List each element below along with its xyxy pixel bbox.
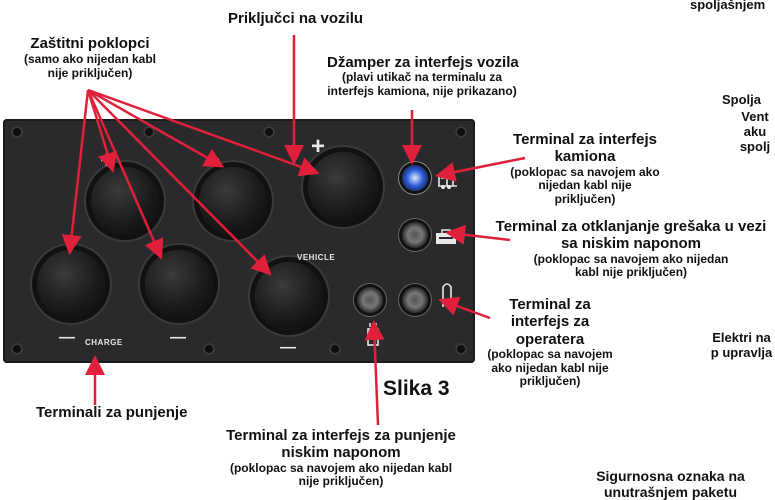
right-fragment-5: Sigurnosna oznaka na unutrašnjem paketu: [596, 468, 745, 500]
protective-caps-label: Zaštitni poklopci (samo ako nijedan kabl…: [4, 35, 176, 81]
figure-number: Slika 3: [383, 377, 450, 400]
jumper-sub: (plavi utikač na terminalu za interfejs …: [327, 70, 517, 99]
truck-title: Terminal za interfejs kamiona: [513, 131, 657, 166]
panel-screw: [143, 126, 155, 138]
operator-cable-icon: [442, 283, 452, 307]
battery-terminal-panel: + + + — — — VEHICLE CHARGE: [3, 119, 475, 363]
panel-screw: [455, 126, 467, 138]
minus-sign: —: [170, 329, 186, 346]
panel-screw: [11, 343, 23, 355]
low-voltage-charge-port: [357, 287, 383, 313]
panel-vehicle-text: VEHICLE: [297, 253, 336, 262]
jumper-label: Džamper za interfejs vozila (plavi utika…: [327, 54, 519, 99]
low-voltage-arrow: [364, 320, 385, 426]
caps-arrow-1: [61, 89, 90, 255]
debug-terminal-label: Terminal za otklanjanje grešaka u vezi s…: [486, 218, 775, 280]
charging-terminals-label: Terminali za punjenje: [36, 404, 188, 421]
debug-port: [402, 222, 428, 248]
positive-connector-2: [199, 167, 267, 235]
low-voltage-charge-label: Terminal za interfejs za punjenje niskim…: [226, 427, 456, 489]
plus-sign: +: [311, 133, 326, 160]
right-fragment-1: spoljašnjem: [690, 0, 766, 12]
operator-sub: (poklopac sa navojem ako nijedan kabl ni…: [487, 346, 613, 389]
truck-interface-label: Terminal za interfejs kamiona (poklopac …: [510, 131, 660, 207]
truck-arrow: [435, 156, 526, 182]
vehicle-terminals-label: Priključci na vozilu: [228, 10, 364, 27]
right-fragment-4: Elektri na p upravlja: [710, 330, 773, 360]
caps-arrow-3: [86, 89, 164, 260]
caps-arrow-5: [87, 89, 272, 276]
panel-screw: [329, 343, 341, 355]
negative-connector-2: [145, 250, 213, 318]
panel-screw: [203, 343, 215, 355]
debug-title: Terminal za otklanjanje grešaka u vezi s…: [495, 218, 767, 253]
truck-sub: (poklopac sa navojem ako nijedan kabl ni…: [510, 164, 660, 207]
caps-arrow-6: [87, 88, 320, 177]
minus-sign: —: [59, 329, 75, 346]
protective-caps-title: Zaštitni poklopci: [30, 35, 150, 52]
panel-screw: [11, 126, 23, 138]
debug-sub: (poklopac sa navojem ako nijedan kabl ni…: [533, 251, 729, 280]
minus-sign: —: [280, 339, 296, 356]
low-voltage-title: Terminal za interfejs za punjenje niskim…: [226, 427, 456, 462]
panel-charge-text: CHARGE: [85, 338, 123, 347]
right-fragment-3: Vent aku spolj: [739, 109, 771, 154]
operator-title: Terminal za interfejs za operatera: [509, 296, 591, 348]
panel-screw: [263, 126, 275, 138]
negative-connector-1: [37, 250, 105, 318]
panel-screw: [455, 343, 467, 355]
jumper-title: Džamper za interfejs vozila: [327, 54, 519, 71]
caps-arrow-2: [86, 89, 118, 173]
operator-port: [402, 287, 428, 313]
operator-terminal-label: Terminal za interfejs za operatera (pokl…: [480, 296, 620, 389]
caps-arrow-4: [87, 88, 225, 168]
debug-arrow: [445, 224, 511, 245]
truck-interface-port: [402, 165, 428, 191]
protective-caps-sub: (samo ako nijedan kabl nije priključen): [23, 52, 157, 81]
low-voltage-sub: (poklopac sa navojem ako nijedan kabl ni…: [229, 460, 453, 489]
right-fragment-2: Spolja: [722, 92, 762, 107]
operator-arrow: [438, 296, 491, 320]
